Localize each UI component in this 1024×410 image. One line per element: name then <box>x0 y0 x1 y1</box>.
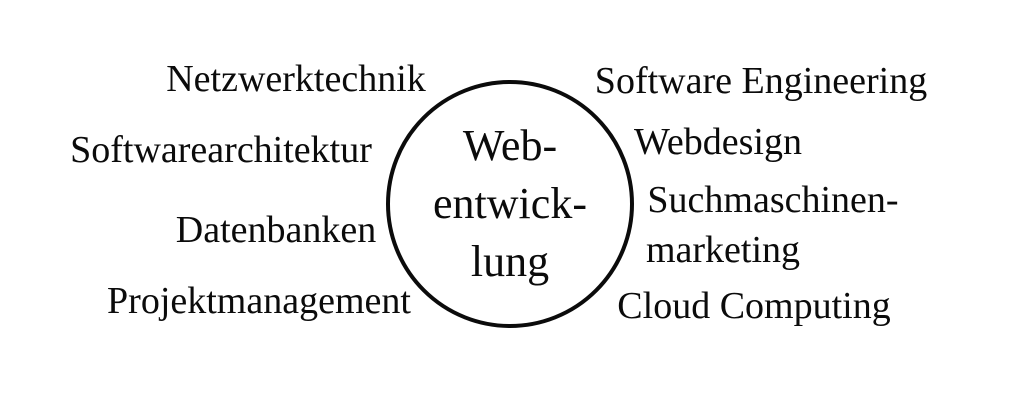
label-cloud-computing: Cloud Computing <box>617 285 891 327</box>
label-suchmaschinenmarketing-line-1: Suchmaschinen- <box>647 179 899 221</box>
label-netzwerktechnik: Netzwerktechnik <box>166 58 426 100</box>
center-term-line-2: entwick- <box>433 179 587 228</box>
label-suchmaschinenmarketing-line-2: marketing <box>645 229 801 271</box>
label-datenbanken: Datenbanken <box>175 209 377 251</box>
label-softwarearchitektur: Softwarearchitektur <box>70 129 372 171</box>
label-projektmanagement: Projektmanagement <box>107 280 411 322</box>
webentwicklung-circle: Web- entwick- lung <box>386 80 634 328</box>
center-term: Web- entwick- lung <box>433 117 587 291</box>
label-webdesign: Webdesign <box>634 121 802 163</box>
center-term-line-3: lung <box>470 237 550 286</box>
label-software-engineering: Software Engineering <box>594 60 928 102</box>
center-term-line-1: Web- <box>462 121 558 170</box>
